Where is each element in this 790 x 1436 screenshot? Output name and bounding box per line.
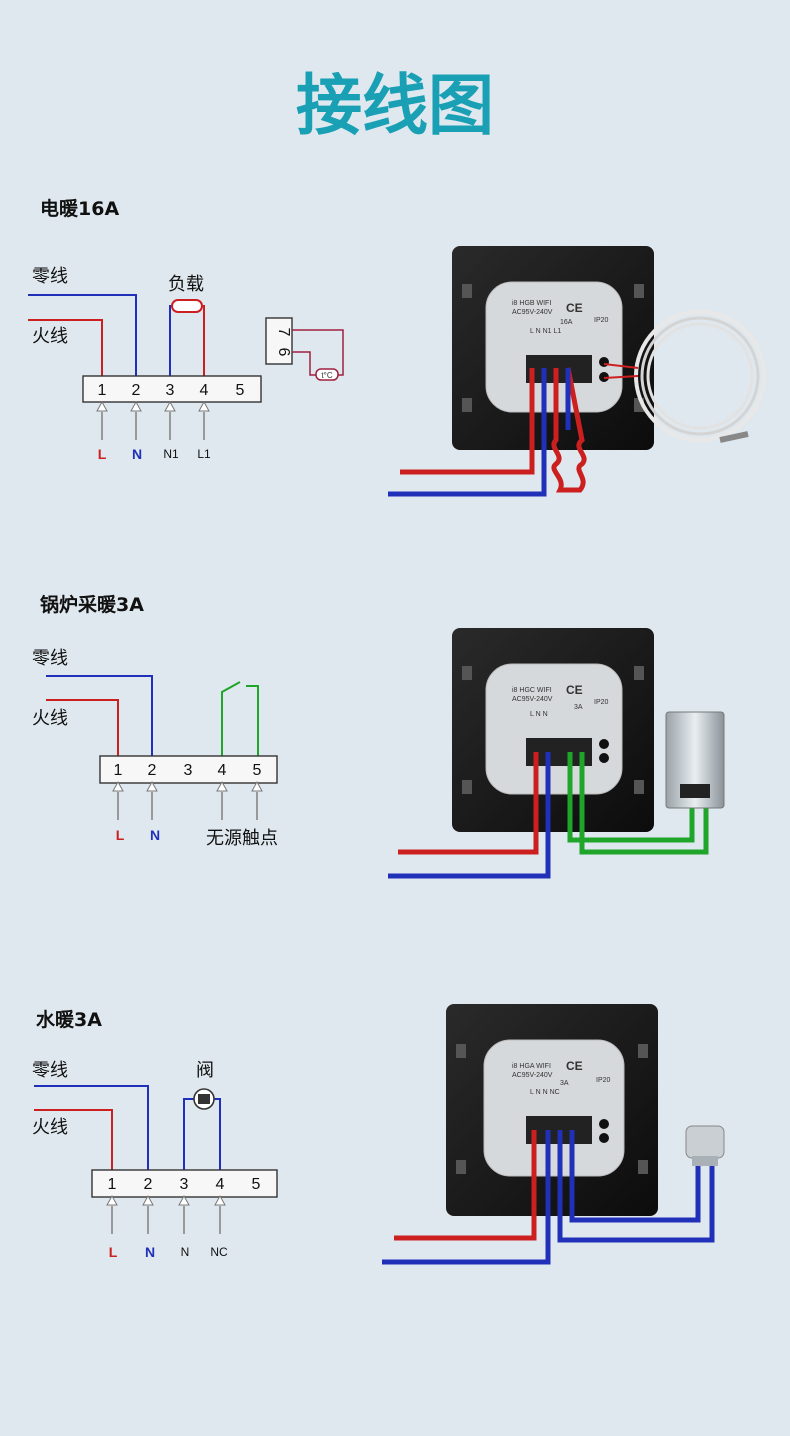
terminal-1: 1	[108, 1176, 117, 1193]
section-heading: 锅炉采暖3A	[40, 593, 144, 616]
device-pins: L N N	[530, 711, 548, 718]
device-wiring	[388, 367, 587, 497]
terminal-1: 1	[114, 762, 123, 779]
zero-line-label: 零线	[32, 1060, 68, 1081]
signal-N2: N	[181, 1245, 190, 1259]
fire-line-label: 火线	[32, 326, 68, 347]
page-title: 接线图	[296, 67, 494, 144]
terminal-2: 2	[144, 1176, 153, 1193]
section-boiler-heating: 锅炉采暖3A 零线 火线 1 2 3 4 5 L N 无源触点	[32, 593, 725, 879]
signal-L1: L1	[197, 447, 211, 461]
terminal-5: 5	[236, 382, 245, 399]
terminal-5: 5	[253, 762, 262, 779]
signal-NC: NC	[210, 1245, 228, 1259]
device-current: 3A	[560, 1080, 569, 1087]
sensor-terminal-block	[265, 317, 293, 365]
signal-N: N	[132, 446, 142, 462]
device-rating: AC95V-240V	[512, 696, 553, 703]
terminal-2: 2	[132, 382, 141, 399]
terminal-block	[91, 1169, 278, 1198]
live-wire	[28, 319, 103, 376]
terminal-block	[99, 755, 278, 784]
terminal-block	[82, 375, 262, 403]
sensor-wire-a	[292, 329, 344, 376]
device-wiring	[388, 752, 709, 879]
device-model: i8 HGB WIFI	[512, 300, 551, 307]
signal-L: L	[109, 1244, 118, 1260]
terminal-4: 4	[218, 762, 227, 779]
neutral-wire	[28, 294, 137, 376]
terminal-4: 4	[216, 1176, 225, 1193]
terminal-3: 3	[184, 762, 193, 779]
terminal-3: 3	[166, 382, 175, 399]
valve-wire-b	[214, 1098, 221, 1170]
sensor-wire-b	[292, 351, 316, 376]
valve-actuator-icon	[198, 1094, 210, 1104]
device-wiring	[382, 1130, 715, 1265]
section-water-heating: 水暖3A 零线 火线 阀 1 2 3 4 5 L N N NC	[32, 1004, 725, 1265]
sensor-terminal-6: 6	[275, 348, 292, 357]
valve-label: 阀	[196, 1060, 214, 1081]
svg-text:CE: CE	[566, 1059, 583, 1073]
device-ip: IP20	[594, 699, 609, 706]
device-ip: IP20	[594, 317, 609, 324]
signal-N: N	[145, 1244, 155, 1260]
device-pins: L N N NC	[530, 1089, 560, 1096]
zero-line-label: 零线	[32, 266, 68, 287]
thermostat-back-device: i8 HGA WIFI AC95V-240V 3A L N N NC IP20 …	[446, 1004, 658, 1216]
section-heading: 水暖3A	[36, 1008, 102, 1031]
terminal-1: 1	[98, 382, 107, 399]
dry-contact-label: 无源触点	[206, 828, 278, 849]
device-rating: AC95V-240V	[512, 1072, 553, 1079]
valve-wire-a	[183, 1098, 194, 1170]
terminal-3: 3	[180, 1176, 189, 1193]
heating-load-icon	[171, 299, 203, 313]
signal-L: L	[98, 446, 107, 462]
section-heading: 电暖16A	[40, 197, 119, 220]
device-model: i8 HGC WIFI	[512, 687, 552, 694]
dry-contact-switch	[221, 681, 241, 756]
terminal-2: 2	[148, 762, 157, 779]
zero-line-label: 零线	[32, 648, 68, 669]
gas-boiler-icon	[665, 711, 725, 809]
terminal-5: 5	[252, 1176, 261, 1193]
device-model: i8 HGA WIFI	[512, 1063, 551, 1070]
load-label: 负载	[168, 274, 204, 295]
device-rating: AC95V-240V	[512, 309, 553, 316]
live-wire	[46, 699, 119, 756]
neutral-wire	[34, 1085, 149, 1170]
sensor-label: t°C	[321, 371, 332, 380]
temperature-sensor-cable	[603, 310, 766, 443]
valve-actuator-device	[685, 1125, 725, 1166]
device-current: 3A	[574, 704, 583, 711]
signal-N1: N1	[163, 447, 179, 461]
fire-line-label: 火线	[32, 708, 68, 729]
dry-contact-wire	[246, 685, 259, 756]
temperature-sensor-icon	[315, 368, 339, 381]
signal-arrows	[106, 1195, 226, 1234]
signal-arrows	[96, 401, 210, 440]
neutral-wire	[46, 675, 153, 756]
sensor-terminal-7: 7	[275, 328, 292, 337]
load-live-wire	[200, 305, 205, 376]
device-pins: L N N1 L1	[530, 328, 561, 335]
signal-arrows	[112, 781, 263, 820]
terminal-4: 4	[200, 382, 209, 399]
fire-line-label: 火线	[32, 1117, 68, 1138]
svg-text:CE: CE	[566, 301, 583, 315]
svg-text:CE: CE	[566, 683, 583, 697]
load-neutral-wire	[169, 305, 174, 376]
signal-N: N	[150, 827, 160, 843]
thermostat-back-device: i8 HGC WIFI AC95V-240V 3A L N N IP20 CE	[452, 628, 654, 832]
device-ip: IP20	[596, 1077, 611, 1084]
section-electric-heating: 电暖16A 零线 火线 负载 1 2 3 4 5 L N N1 L1	[28, 197, 766, 497]
live-wire	[34, 1109, 113, 1170]
signal-L: L	[116, 827, 125, 843]
thermostat-back-device: i8 HGB WIFI AC95V-240V 16A L N N1 L1 IP2…	[452, 246, 654, 450]
device-current: 16A	[560, 319, 573, 326]
